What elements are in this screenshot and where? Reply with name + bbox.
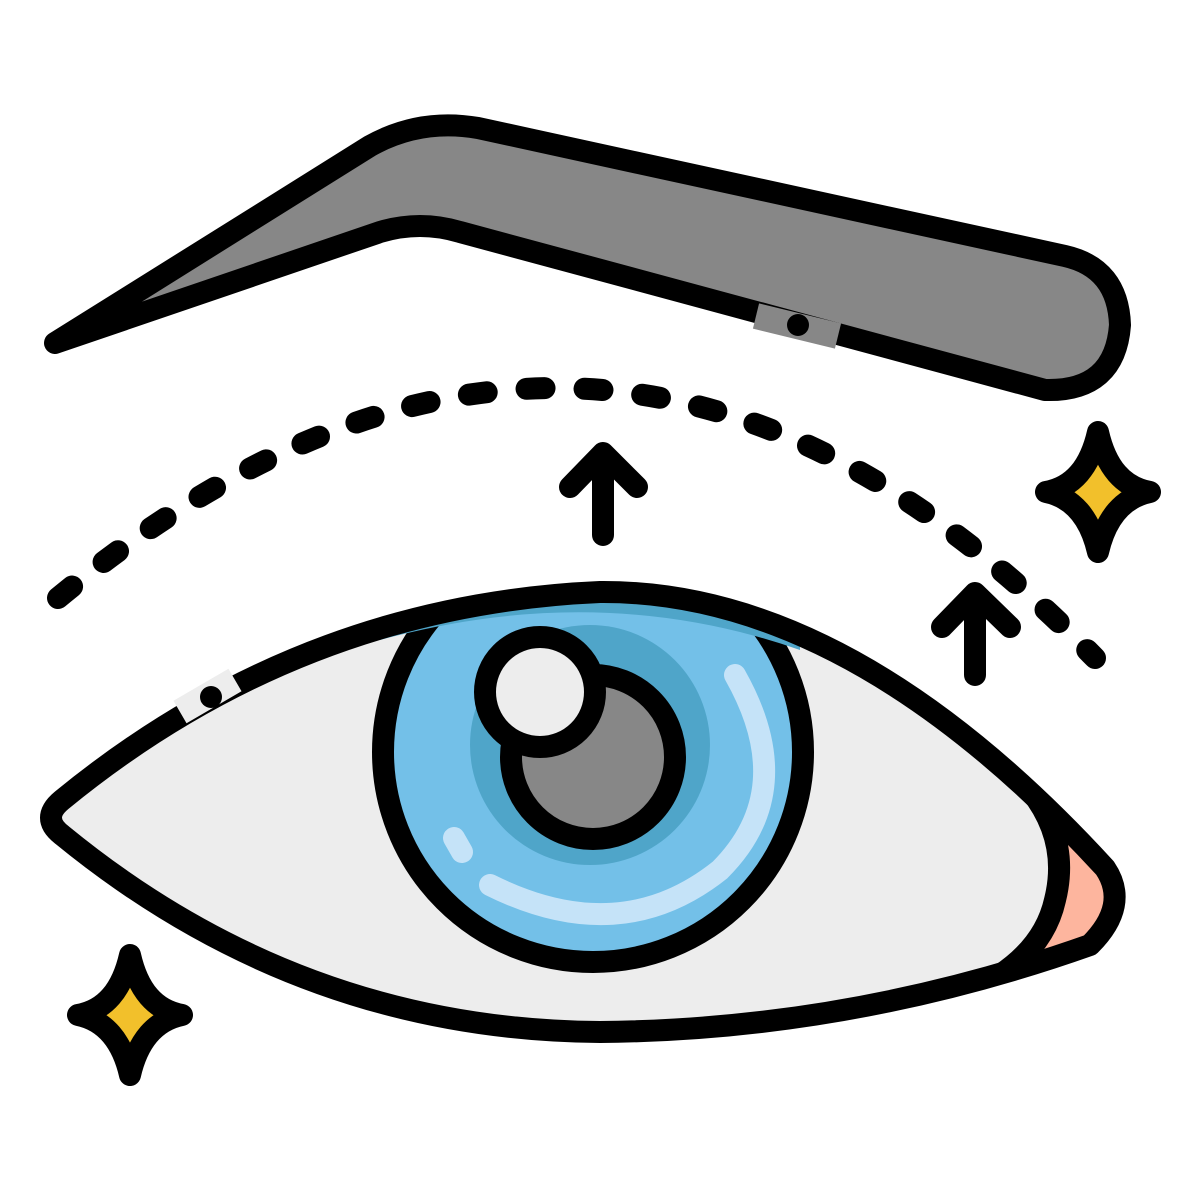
eye-icon (40, 580, 1126, 1043)
dotted-arc-icon (47, 377, 1106, 669)
sparkle-icon (67, 944, 193, 1086)
sparkle-icon (1035, 421, 1161, 563)
arrow-up-icon (559, 442, 648, 546)
eyebrow-dot (787, 314, 809, 336)
arrow-up-icon (931, 582, 1021, 686)
iris-highlight (479, 664, 776, 926)
eye-glint (474, 626, 606, 758)
eyebrow-icon (44, 114, 1131, 402)
